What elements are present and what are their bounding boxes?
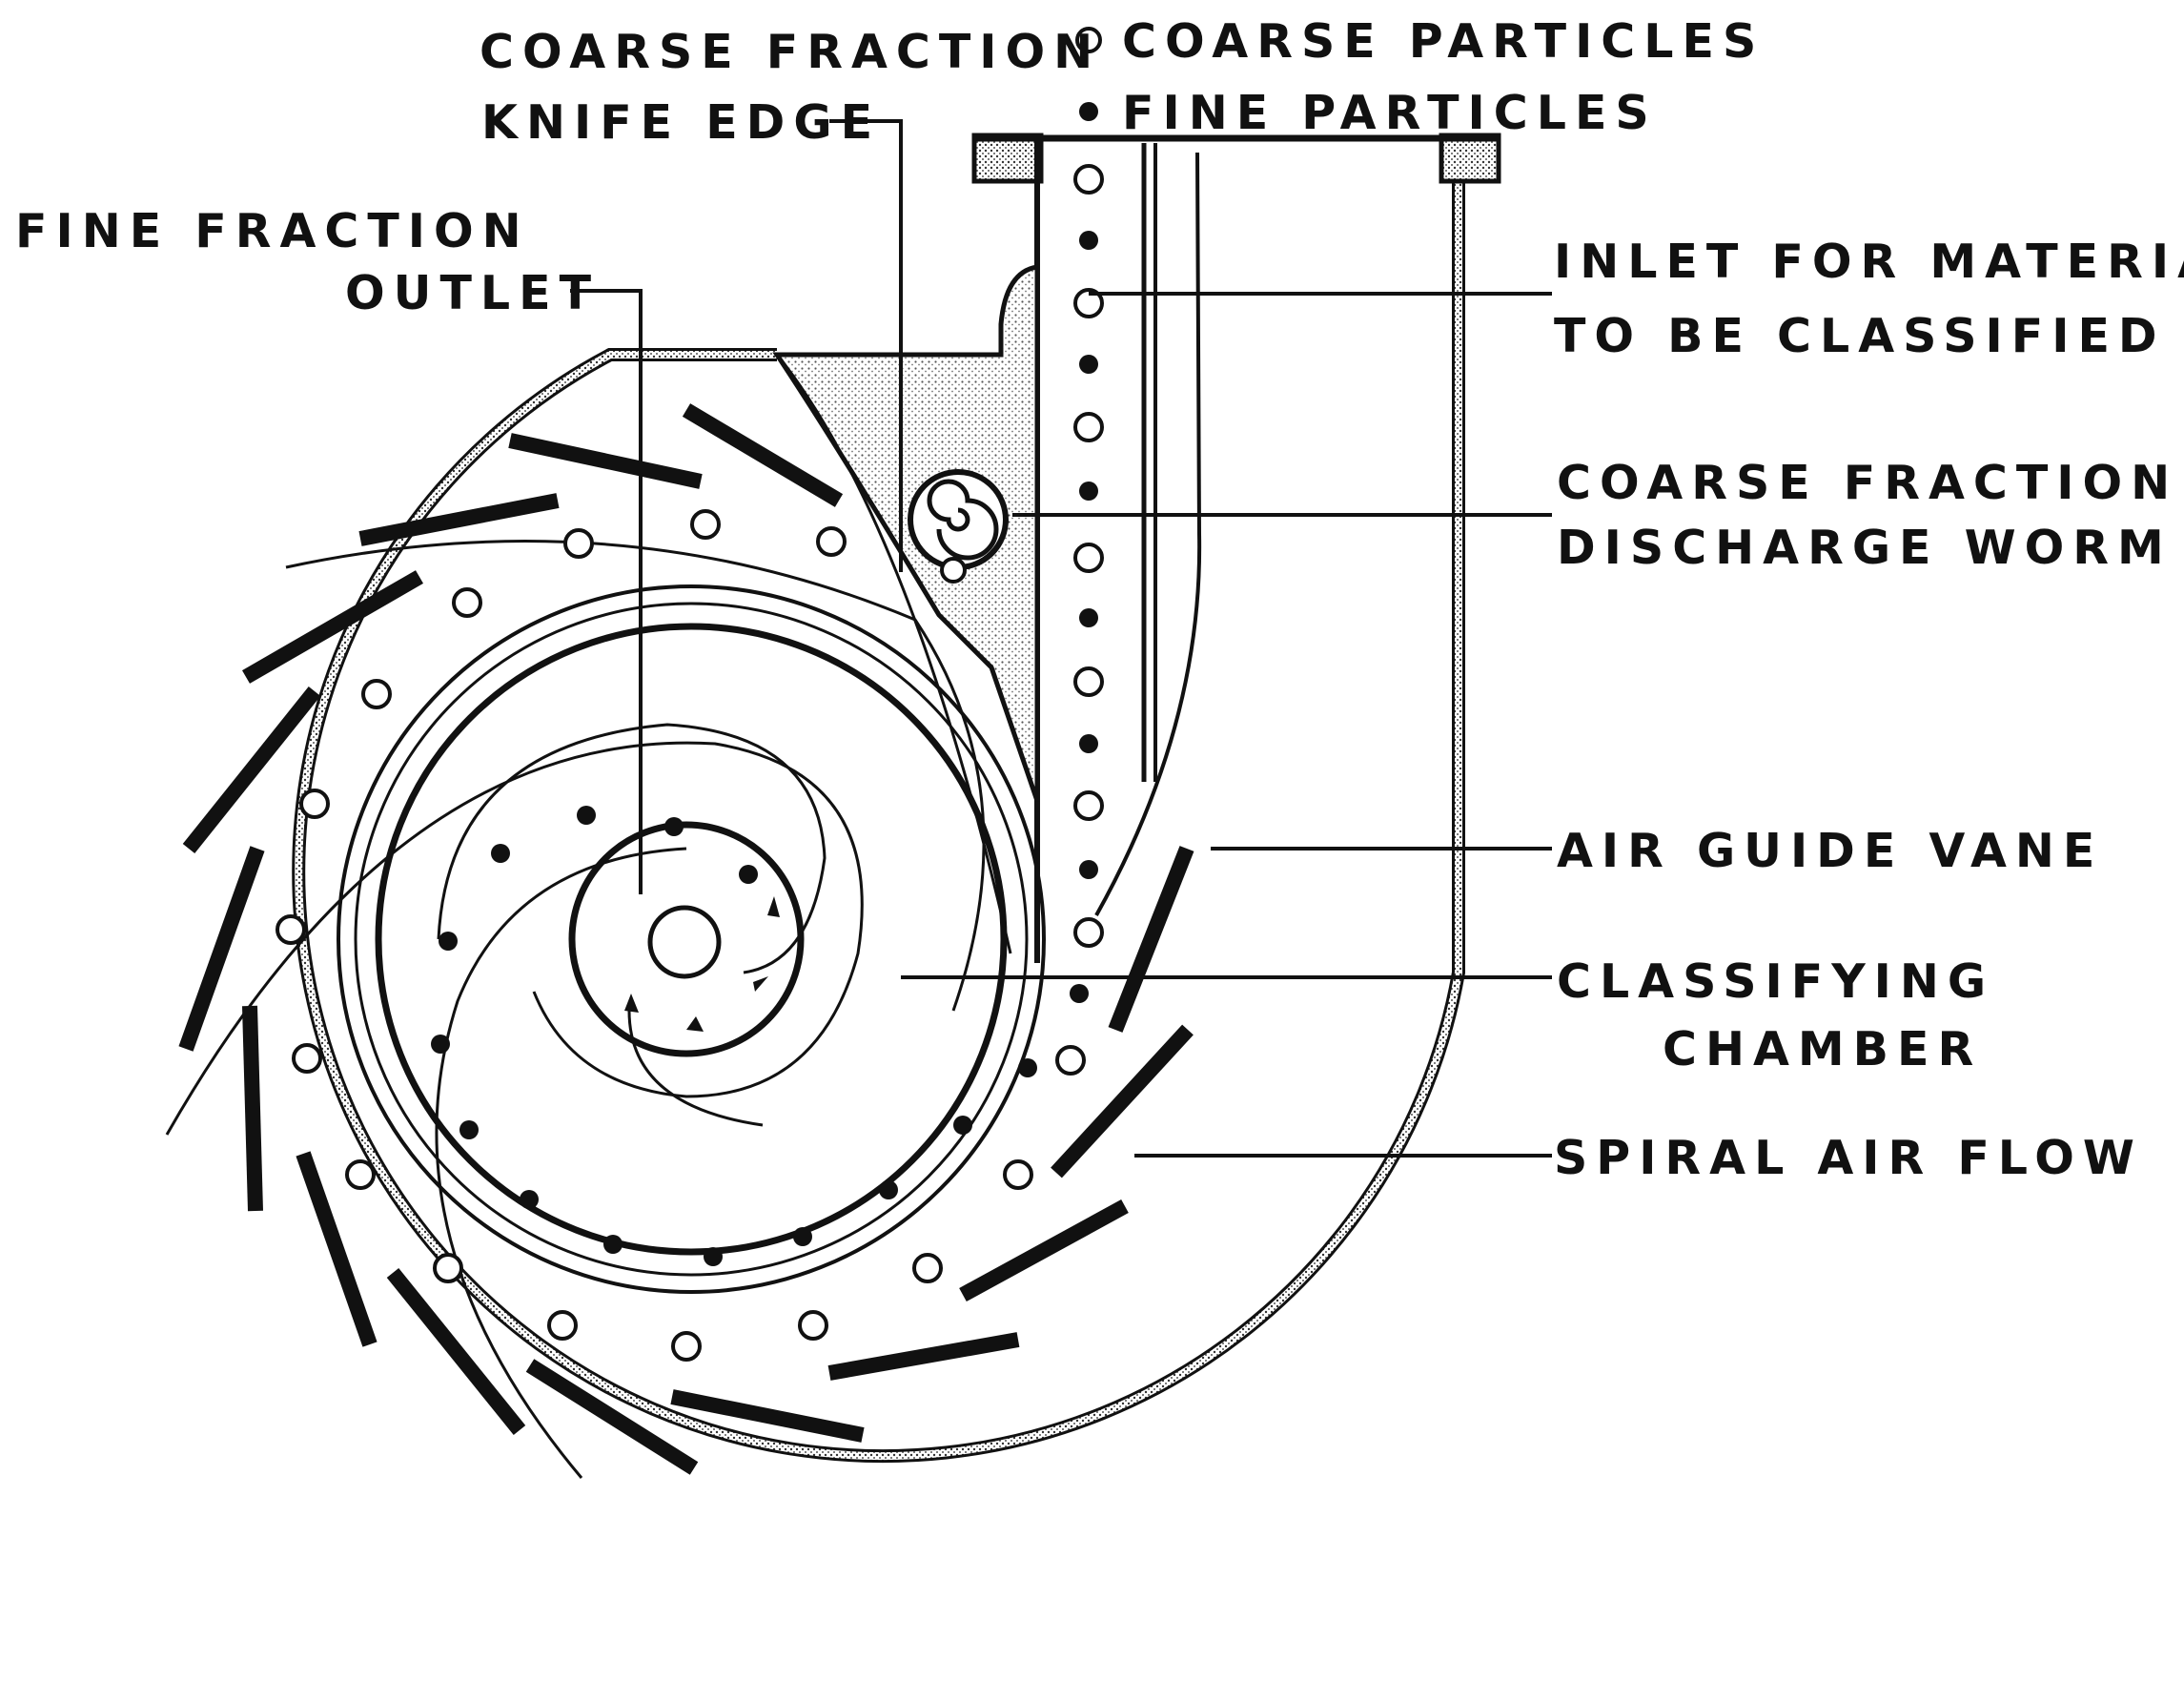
- classifying-chamber-label-line2: CHAMBER: [1663, 1022, 1983, 1076]
- discharge-worm-small: [940, 557, 967, 584]
- legend-fine-symbol: [1079, 102, 1098, 121]
- legend-coarse-label: COARSE PARTICLES: [1122, 14, 1766, 69]
- left-flange: [971, 133, 1044, 184]
- classifying-chamber-label-line1: CLASSIFYING: [1557, 954, 1995, 1009]
- flow-arrowheads: [624, 896, 780, 1032]
- center-hub: [647, 905, 722, 979]
- fine-outlet-label-line1: FINE FRACTION: [15, 204, 530, 258]
- casing-wall-fill: [295, 133, 1462, 1461]
- chute-right-curve: [1094, 152, 1202, 916]
- knife-edge-label-line1: COARSE FRACTION: [480, 25, 1102, 79]
- outer-coarse-particles: [276, 509, 1086, 1362]
- knife-edge-label-line2: KNIFE EDGE: [481, 95, 882, 150]
- inlet-label-line2: TO BE CLASSIFIED: [1554, 309, 2166, 363]
- fine-outlet-label-line2: OUTLET: [345, 266, 600, 320]
- air-guide-vane-label: AIR GUIDE VANE: [1557, 824, 2104, 878]
- air-guide-vanes: [178, 403, 1194, 1475]
- classifying-rotor-outer: [337, 584, 1046, 1294]
- legend-coarse-symbol: [1075, 27, 1102, 53]
- right-flange: [1439, 133, 1501, 184]
- legend-fine-label: FINE PARTICLES: [1122, 86, 1658, 140]
- spiral-air-flow-label: SPIRAL AIR FLOW: [1554, 1131, 2143, 1185]
- discharge-worm-label-line1: COARSE FRACTION: [1557, 456, 2179, 510]
- spiral-air-flow-lines: [165, 540, 986, 1479]
- discharge-worm-label-line2: DISCHARGE WORM: [1557, 521, 2173, 575]
- discharge-worm-spiral: [927, 479, 999, 561]
- chute-coarse-particles: [1073, 164, 1104, 948]
- classifying-rotor-mid: [354, 602, 1029, 1277]
- classifying-rotor-inner: [375, 623, 1008, 1256]
- inlet-label-line1: INLET FOR MATERIAL: [1554, 235, 2184, 289]
- leader-lines: [570, 119, 1552, 1158]
- inner-fine-particles: [431, 806, 1037, 1266]
- chute-fine-particles: [1070, 231, 1098, 1003]
- casing-wall: [292, 133, 1465, 1464]
- fine-outlet-ring: [568, 821, 805, 1057]
- knife-edge-wedge: [772, 264, 1040, 802]
